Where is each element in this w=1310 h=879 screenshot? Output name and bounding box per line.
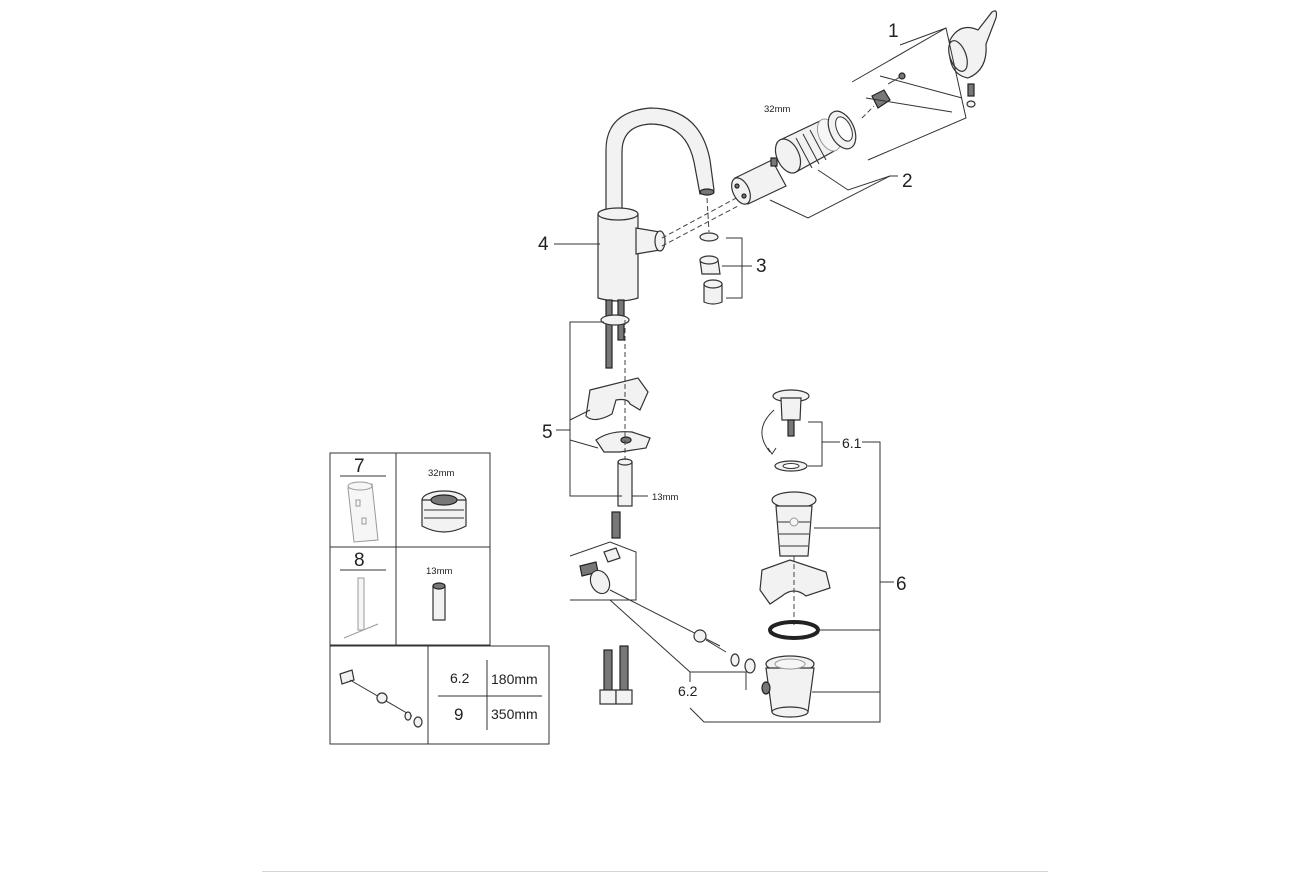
dim-rod-nut: 13mm [652, 492, 678, 503]
faucet-body [590, 107, 715, 369]
callout-5: 5 [542, 422, 553, 443]
tools-inset: 7 32mm 8 13mm [329, 452, 491, 646]
callout-3: 3 [756, 256, 767, 277]
rod-length-table: 6.2 180mm 9 350mm [329, 645, 550, 745]
mounting-set [556, 320, 651, 539]
tool-8-size: 13mm [426, 566, 452, 577]
callout-4: 4 [538, 234, 549, 255]
tool-7-label: 7 [354, 456, 365, 477]
drain-assembly [689, 389, 894, 723]
callout-6-2: 6.2 [678, 683, 698, 699]
table-row-1-part: 6.2 [450, 670, 470, 686]
tool-7-size: 32mm [428, 468, 454, 479]
callout-6-1: 6.1 [842, 435, 862, 451]
table-row-2-length: 350mm [491, 706, 538, 722]
table-row-1-length: 180mm [491, 671, 538, 687]
tool-8-label: 8 [354, 550, 365, 571]
callout-1: 1 [888, 21, 899, 42]
callout-2: 2 [902, 171, 913, 192]
aerator-parts [699, 197, 752, 305]
callout-6: 6 [896, 574, 907, 595]
dim-cartridge-nut: 32mm [764, 104, 790, 115]
pop-up-linkage [569, 541, 756, 705]
cartridge-assembly [661, 10, 998, 247]
table-row-2-part: 9 [454, 705, 463, 724]
footer-divider [262, 871, 1048, 872]
